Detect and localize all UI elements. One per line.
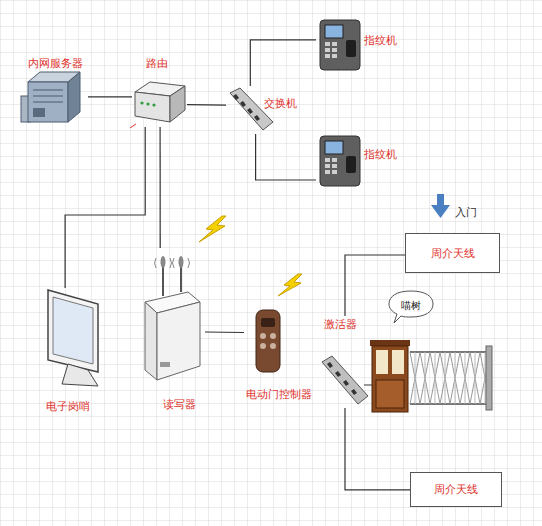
device-node: 内网服务器	[20, 55, 88, 127]
node-label: 电子岗哨	[46, 400, 90, 413]
node-label: 路由	[146, 57, 168, 70]
antenna-box: 周介天线	[405, 233, 500, 273]
connector-line	[345, 255, 405, 316]
speech-bubble: 喵树	[388, 290, 434, 320]
device-node: 读写器	[135, 248, 205, 416]
connector-line	[250, 40, 316, 86]
device-node: 指纹机	[316, 16, 404, 74]
device-node: 电子岗哨	[40, 288, 106, 416]
device-node: 交换机	[226, 86, 302, 134]
wireless-bolt	[199, 216, 226, 242]
device-node: 电动门控制器	[244, 306, 314, 404]
node-label: 指纹机	[364, 34, 397, 47]
remote-control-icon	[256, 310, 280, 372]
device-node: 路由	[132, 55, 187, 127]
entry-arrow	[431, 194, 450, 218]
server-icon	[21, 72, 80, 122]
node-label: 指纹机	[364, 148, 397, 161]
connector-line	[205, 331, 244, 333]
connector-line	[65, 127, 145, 288]
device-node: 激活器	[318, 316, 372, 408]
fingerprint-device-icon	[320, 136, 360, 186]
node-label: 周介天线	[431, 247, 475, 260]
connector-line	[345, 408, 410, 490]
connector-line	[160, 127, 161, 248]
fingerprint-device-icon	[320, 20, 360, 70]
gate-illustration	[370, 340, 492, 412]
node-label: 电动门控制器	[246, 388, 312, 401]
wireless-bolt	[278, 274, 302, 296]
activator-icon	[322, 356, 372, 404]
router-icon	[130, 82, 185, 128]
node-label: 周介天线	[434, 483, 478, 496]
device-node: 指纹机	[316, 132, 404, 192]
node-label: 交换机	[264, 97, 297, 110]
antenna-box: 周介天线	[410, 472, 502, 507]
connector-line	[256, 134, 316, 180]
node-label: 激活器	[324, 318, 357, 331]
node-label: 内网服务器	[28, 57, 83, 70]
connector-line	[88, 96, 132, 97]
monitor-icon	[48, 290, 98, 386]
connector-line	[187, 104, 226, 106]
reader-icon	[145, 256, 200, 380]
entry-label: 入门	[455, 206, 477, 219]
bubble-text: 喵树	[401, 299, 421, 312]
node-label: 读写器	[163, 398, 196, 411]
